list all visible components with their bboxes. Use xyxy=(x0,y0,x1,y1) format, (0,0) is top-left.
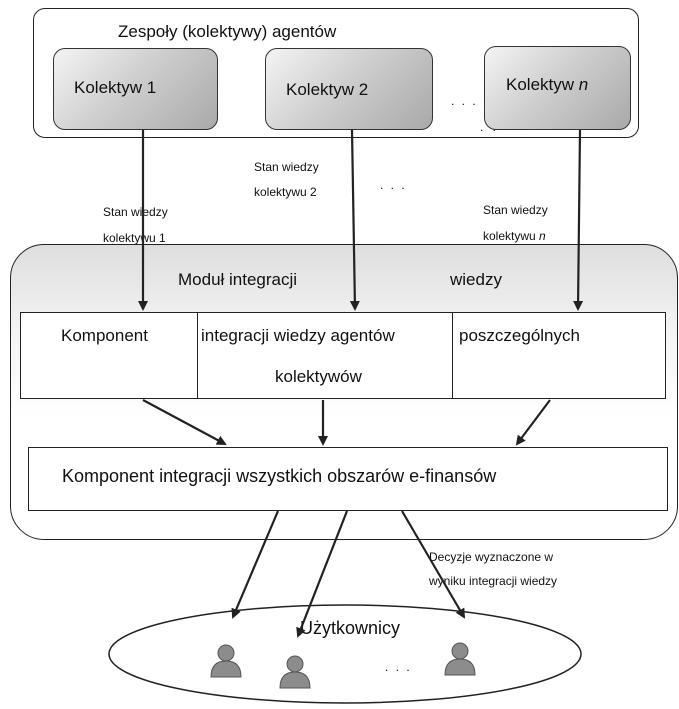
arrow-to-user-2 xyxy=(296,510,349,638)
component-top-text-1: Komponent xyxy=(61,326,148,345)
user-icon xyxy=(444,642,476,676)
state-labels-ellipsis: . . . xyxy=(380,178,407,192)
arrow-collective-2 xyxy=(349,129,360,311)
collective-integration-component xyxy=(20,312,666,399)
agent-teams-title: Zespoły (kolektywy) agentów xyxy=(118,22,337,41)
component-top-text-2: integracji wiedzy agentów xyxy=(201,326,395,345)
decisions-label-line2: wyniku integracji wiedzy xyxy=(429,574,558,588)
users-ellipsis: . . . xyxy=(385,660,412,674)
component-bottom-text: Komponent integracji wszystkich obszarów… xyxy=(62,466,497,486)
state-label-2-line2: kolektywu 2 xyxy=(254,185,317,199)
component-divider-2 xyxy=(452,312,453,399)
decisions-label-line1: Decyzje wyznaczone w xyxy=(429,550,554,564)
arrow-to-user-3 xyxy=(401,510,466,619)
arrow-collective-n xyxy=(573,129,584,311)
state-label-2-line1: Stan wiedzy xyxy=(254,160,319,174)
collective-n-label: Kolektyw n xyxy=(506,75,589,94)
arrow-to-user-1 xyxy=(231,510,280,619)
collectives-ellipsis-2: . . xyxy=(480,120,500,134)
user-icon xyxy=(210,644,242,678)
collective-2-label: Kolektyw 2 xyxy=(286,80,369,99)
state-label-n-line2: kolektywu n xyxy=(483,229,546,243)
state-label-1-line2: kolektywu 1 xyxy=(103,231,166,245)
module-title-part1: Moduł integracji xyxy=(178,270,298,289)
arrow-to-bottom-right xyxy=(515,399,551,446)
e-finance-integration-component xyxy=(28,447,668,511)
users-label: Użytkownicy xyxy=(300,618,401,638)
component-top-text-3: poszczególnych xyxy=(459,326,580,345)
collective-1-label: Kolektyw 1 xyxy=(74,78,157,97)
state-label-1-line1: Stan wiedzy xyxy=(103,205,168,219)
collective-1-box: Kolektyw 1 xyxy=(53,48,218,130)
collectives-ellipsis: . . . xyxy=(451,94,478,108)
collective-2-box: Kolektyw 2 xyxy=(265,48,433,130)
user-icon xyxy=(279,655,311,689)
component-divider-1 xyxy=(197,312,198,399)
module-title-part2: wiedzy xyxy=(450,270,502,289)
collective-n-box: Kolektyw n xyxy=(484,46,631,130)
state-label-n-line1: Stan wiedzy xyxy=(483,203,548,217)
component-top-text-line2: kolektywów xyxy=(275,367,362,386)
arrow-to-bottom-left xyxy=(142,399,227,445)
users-ellipse xyxy=(108,604,582,704)
